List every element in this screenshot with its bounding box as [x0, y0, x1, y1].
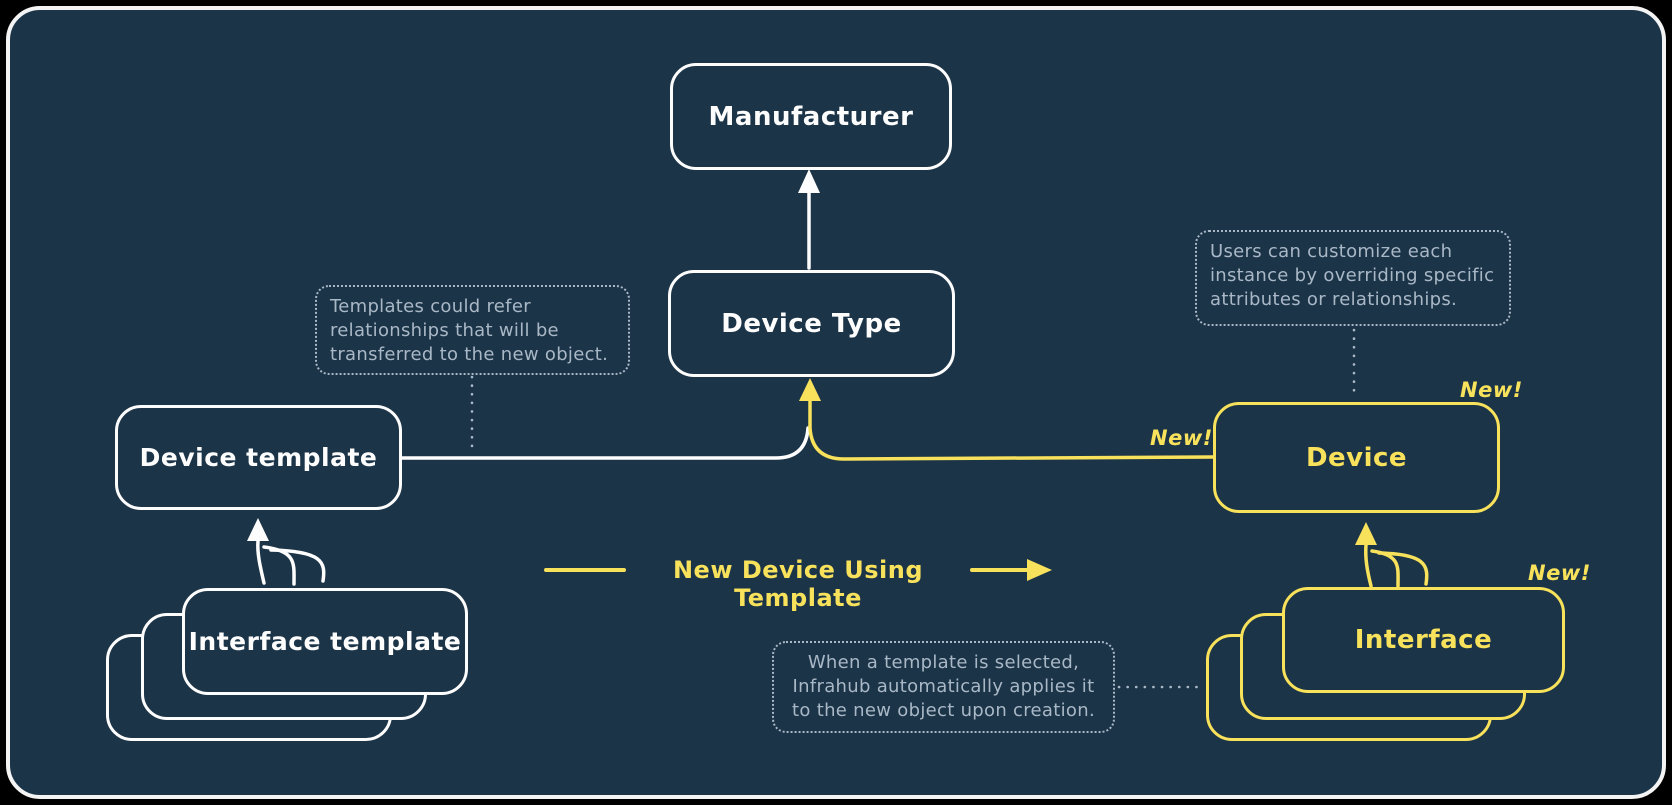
note-customize-line-3: attributes or relationships. [1210, 288, 1458, 310]
node-interface-template: Interface template [182, 588, 468, 695]
note-customize-line-1: Users can customize each [1210, 241, 1453, 262]
node-manufacturer-label: Manufacturer [708, 101, 914, 132]
note-templates: Templates could refer relationships that… [315, 285, 630, 375]
arrow-device-type-to-manufacturer [798, 169, 820, 270]
node-interface-template-label: Interface template [188, 627, 462, 656]
note-templates-line-3: transferred to the new object. [330, 343, 609, 365]
node-device-type: Device Type [668, 270, 955, 377]
link-device-template-to-device-type [400, 426, 810, 460]
node-interface-label: Interface [1354, 625, 1493, 655]
node-device: Device [1213, 402, 1500, 513]
node-device-type-label: Device Type [721, 308, 902, 339]
note-apply-line-1: When a template is selected, [807, 652, 1080, 673]
note-templates-line-1: Templates could refer [330, 296, 531, 317]
node-device-template-label: Device template [139, 443, 378, 472]
note-apply-line-2: Infrahub automatically applies it [792, 675, 1095, 697]
note-apply: When a template is selected, Infrahub au… [772, 641, 1115, 733]
note-customize-line-2: instance by overriding specific [1210, 264, 1495, 286]
node-device-label: Device [1305, 442, 1408, 473]
node-interface: Interface [1282, 587, 1565, 693]
note-apply-line-3: to the new object upon creation. [792, 699, 1095, 721]
flow-arrow-label: New Device Using Template [672, 556, 924, 612]
note-customize: Users can customize each instance by ove… [1195, 230, 1511, 326]
node-device-template: Device template [115, 405, 402, 510]
badge-new-device: New! [1460, 378, 1523, 402]
arrow-interface-to-device [1355, 522, 1429, 588]
arrow-interface-template-to-device-template [247, 518, 326, 586]
badge-new-link: New! [1150, 426, 1213, 450]
node-manufacturer: Manufacturer [670, 63, 952, 170]
badge-new-interface: New! [1528, 561, 1591, 585]
note-templates-line-2: relationships that will be [330, 319, 559, 341]
